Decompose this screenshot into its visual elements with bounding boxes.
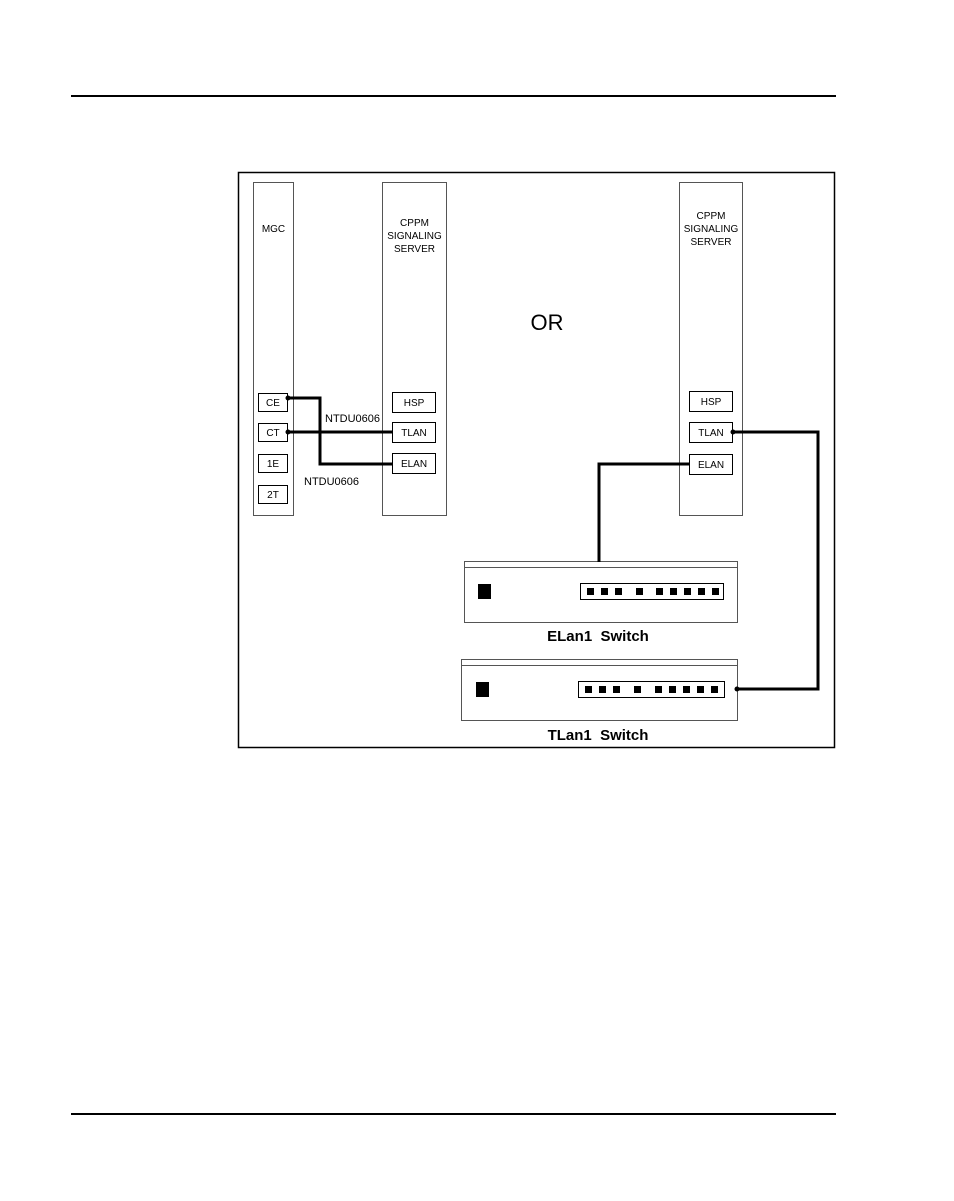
elan-switch: ELan1 Switch [465, 562, 738, 646]
elan-switch-power-led [478, 584, 491, 599]
signaling-server-right: CPPM SIGNALING SERVER HSP TLAN ELAN [680, 183, 743, 516]
tlan-switch-power-led [476, 682, 489, 697]
cable-tlan-switch-connector [735, 687, 740, 692]
cable-label-2: NTDU0606 [304, 476, 359, 488]
server-left-port-elan: ELAN [393, 454, 436, 474]
cable-elan-to-elan-switch [599, 464, 690, 562]
mgc-label: MGC [262, 224, 285, 235]
cable-ct-connector [286, 430, 291, 435]
server-right-line-3: SERVER [691, 237, 732, 248]
mgc-card: MGC CE CT 1E 2T [254, 183, 294, 516]
server-right-port-elan: ELAN [690, 455, 733, 475]
server-left-line-1: CPPM [400, 218, 429, 229]
cable-tlan-connector [731, 430, 736, 435]
server-left-port-hsp: HSP [393, 393, 436, 413]
mgc-port-2t-label: 2T [267, 490, 279, 501]
cable-tlan-to-tlan-switch [733, 432, 818, 689]
mgc-port-ce-label: CE [266, 398, 280, 409]
mgc-port-ce: CE [259, 394, 288, 412]
server-right-port-tlan: TLAN [690, 423, 733, 443]
server-right-line-2: SIGNALING [684, 224, 739, 235]
server-right-port-hsp-label: HSP [701, 397, 722, 408]
tlan-switch-label: TLan1 Switch [548, 727, 649, 744]
mgc-port-ct-label: CT [266, 428, 279, 439]
server-right-port-hsp: HSP [690, 392, 733, 412]
mgc-port-ct: CT [259, 424, 288, 442]
signaling-server-left: CPPM SIGNALING SERVER HSP TLAN ELAN [383, 183, 447, 516]
server-left-port-hsp-label: HSP [404, 398, 425, 409]
cable-ce-connector [286, 396, 291, 401]
server-left-line-2: SIGNALING [387, 231, 442, 242]
server-right-line-1: CPPM [697, 211, 726, 222]
server-left-port-elan-label: ELAN [401, 459, 427, 470]
mgc-port-1e-label: 1E [267, 459, 280, 470]
server-left-port-tlan: TLAN [393, 423, 436, 443]
cable-label-1: NTDU0606 [325, 413, 380, 425]
server-left-port-tlan-label: TLAN [401, 428, 427, 439]
mgc-port-2t: 2T [259, 486, 288, 504]
elan-switch-label: ELan1 Switch [547, 628, 649, 645]
server-left-line-3: SERVER [394, 244, 435, 255]
mgc-port-1e: 1E [259, 455, 288, 473]
server-right-port-tlan-label: TLAN [698, 428, 724, 439]
or-label: OR [531, 310, 564, 335]
tlan-switch: TLan1 Switch [462, 660, 738, 745]
server-right-port-elan-label: ELAN [698, 460, 724, 471]
